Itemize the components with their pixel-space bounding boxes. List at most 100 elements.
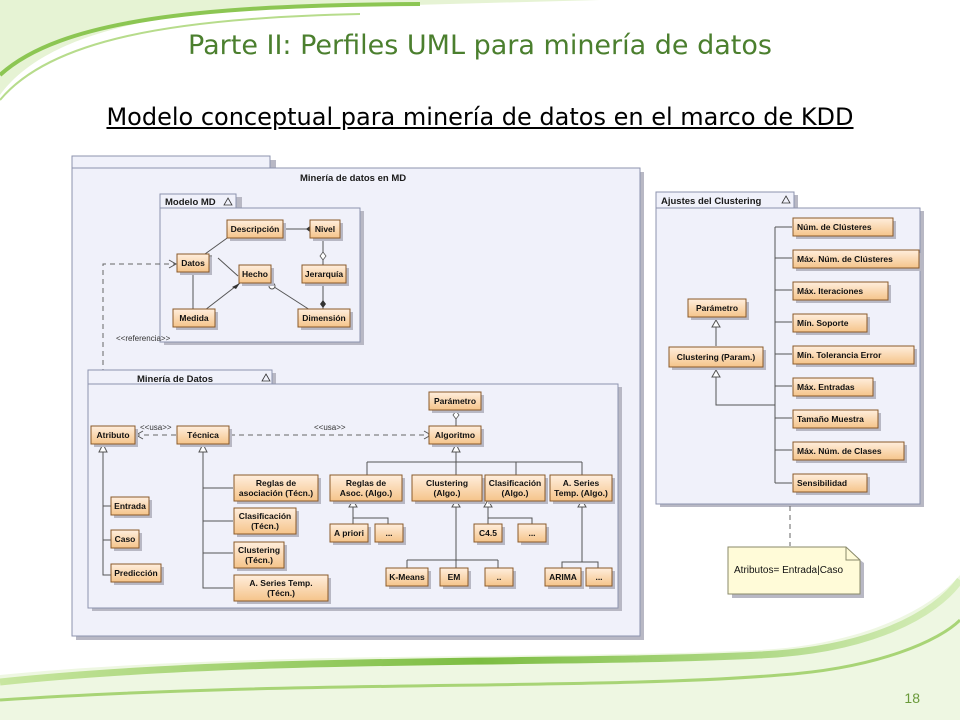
ajustes-item-7: Tamaño Muestra	[792, 409, 881, 431]
box-series-tecnica-label-2: (Técn.)	[267, 588, 295, 598]
box-em: EM	[439, 567, 471, 589]
box-nivel-label: Nivel	[315, 224, 335, 234]
ajustes-item-label: Núm. de Clústeres	[797, 222, 872, 232]
mineria-edges: <<usa>> <<usa>>	[98, 409, 599, 589]
box-clustering-tecnica-label-2: (Técn.)	[245, 555, 273, 565]
ajustes-item-8: Máx. Núm. de Clases	[792, 441, 907, 463]
package-label-modelo-md: Modelo MD	[165, 197, 216, 208]
box-reglas-algo-label-2: Asoc. (Algo.)	[340, 488, 393, 498]
box-clustering-tecnica-label-1: Clustering	[238, 545, 280, 555]
box-parametro-ajustes: Parámetro	[687, 298, 749, 320]
package-triangle-icon	[223, 197, 233, 206]
ajustes-item-label: Mín. Soporte	[797, 318, 849, 328]
package-label-mineria-datos: Minería de Datos	[137, 374, 213, 385]
bottom-swoosh-line-2	[0, 618, 960, 702]
ajustes-item-2: Máx. Núm. de Clústeres	[792, 249, 922, 271]
box-prediccion-label: Predicción	[114, 568, 157, 578]
box-descripcion: Descripción	[226, 219, 286, 241]
box-caso-label: Caso	[115, 534, 136, 544]
box-apriori: A priori	[329, 523, 371, 545]
ajustes-item-5: Mín. Tolerancia Error	[792, 345, 917, 367]
ajustes-item-label: Máx. Entradas	[797, 382, 855, 392]
usa-label-1: <<usa>>	[140, 423, 172, 432]
box-kmeans-label: K-Means	[389, 572, 425, 582]
top-swoosh-light	[0, 0, 600, 95]
box-c45-more-label: ...	[528, 528, 535, 538]
top-swoosh-line-2	[0, 13, 361, 101]
box-parametro-ajustes-label: Parámetro	[696, 303, 738, 313]
box-arima-more-label: ...	[595, 572, 602, 582]
box-reglas-algo: Reglas de Asoc. (Algo.)	[329, 474, 405, 504]
box-arima: ARIMA	[544, 567, 584, 589]
bottom-swoosh-fill	[0, 575, 960, 720]
box-medida-label: Medida	[179, 313, 209, 323]
ajustes-item-label: Máx. Iteraciones	[797, 286, 863, 296]
ajustes-item-6: Máx. Entradas	[792, 377, 876, 399]
box-tecnica: Técnica	[176, 425, 232, 447]
referencia-label: <<referencia>>	[116, 334, 171, 343]
box-medida: Medida	[172, 308, 218, 330]
box-hecho-label: Hecho	[242, 269, 268, 279]
box-apriori-more-label: ...	[385, 528, 392, 538]
box-series-algo: A. Series Temp. (Algo.)	[549, 474, 615, 504]
ajustes-item-label: Máx. Núm. de Clases	[797, 446, 882, 456]
box-dimension: Dimensión	[297, 308, 353, 330]
ajustes-item-1: Núm. de Clústeres	[792, 217, 896, 239]
page-number: 18	[904, 690, 920, 706]
box-clustering-tecnica: Clustering (Técn.)	[233, 541, 287, 571]
box-series-algo-label-1: A. Series	[563, 478, 600, 488]
box-algoritmo: Algoritmo	[428, 425, 484, 447]
box-jerarquia-label: Jerarquía	[305, 269, 344, 279]
box-em-label: EM	[448, 572, 461, 582]
box-series-algo-label-2: Temp. (Algo.)	[554, 488, 608, 498]
box-prediccion: Predicción	[110, 563, 164, 585]
box-datos-label: Datos	[181, 258, 205, 268]
ajustes-item-label: Mín. Tolerancia Error	[797, 350, 882, 360]
package-triangle-icon	[781, 195, 791, 204]
box-clasificacion-tecnica-label-1: Clasificación	[239, 511, 291, 521]
box-nivel: Nivel	[309, 219, 343, 241]
box-dimension-label: Dimensión	[302, 313, 345, 323]
box-clustering-more-label: ..	[497, 572, 502, 582]
box-tecnica-label: Técnica	[187, 430, 219, 440]
usa-label-2: <<usa>>	[314, 423, 346, 432]
box-clustering-algo-label-2: (Algo.)	[434, 488, 461, 498]
box-reglas-tecnica-label-2: asociación (Técn.)	[239, 488, 313, 498]
box-clustering-param: Clustering (Param.)	[668, 346, 766, 370]
box-clasificacion-tecnica: Clasificación (Técn.)	[233, 507, 299, 537]
box-apriori-label: A priori	[334, 528, 364, 538]
box-clasificacion-algo-label-2: (Algo.)	[502, 488, 529, 498]
box-c45-label: C4.5	[479, 528, 497, 538]
box-reglas-tecnica-label-1: Reglas de	[256, 478, 296, 488]
top-swoosh-line	[0, 2, 421, 77]
box-jerarquia: Jerarquía	[301, 264, 349, 286]
box-c45-more: ...	[517, 523, 549, 545]
slide-subtitle: Modelo conceptual para minería de datos …	[106, 103, 854, 131]
box-clasificacion-algo: Clasificación (Algo.)	[484, 474, 548, 504]
box-entrada: Entrada	[110, 496, 152, 518]
box-arima-more: ...	[585, 567, 615, 589]
box-atributo-label: Atributo	[96, 430, 129, 440]
box-clustering-param-label: Clustering (Param.)	[677, 352, 756, 362]
box-reglas-algo-label-1: Reglas de	[346, 478, 386, 488]
box-caso: Caso	[110, 529, 142, 551]
box-clustering-more: ..	[484, 567, 516, 589]
ajustes-item-label: Máx. Núm. de Clústeres	[797, 254, 893, 264]
box-kmeans: K-Means	[385, 567, 431, 589]
ajustes-item-9: Sensibilidad	[792, 473, 870, 495]
note-text: Atributos= Entrada|Caso	[734, 565, 843, 576]
box-clasificacion-algo-label-1: Clasificación	[489, 478, 541, 488]
box-arima-label: ARIMA	[549, 572, 577, 582]
box-datos: Datos	[176, 253, 212, 275]
box-series-tecnica: A. Series Temp. (Técn.)	[233, 574, 331, 604]
note-atributos: Atributos= Entrada|Caso	[727, 546, 864, 598]
ajustes-edges	[711, 226, 792, 484]
box-clustering-algo-label-1: Clustering	[426, 478, 468, 488]
box-hecho: Hecho	[238, 264, 274, 286]
box-parametro: Parámetro	[428, 391, 484, 413]
slide-title: Parte II: Perfiles UML para minería de d…	[188, 30, 772, 61]
package-label-main: Minería de datos en MD	[300, 173, 406, 184]
ajustes-item-4: Mín. Soporte	[792, 313, 870, 335]
